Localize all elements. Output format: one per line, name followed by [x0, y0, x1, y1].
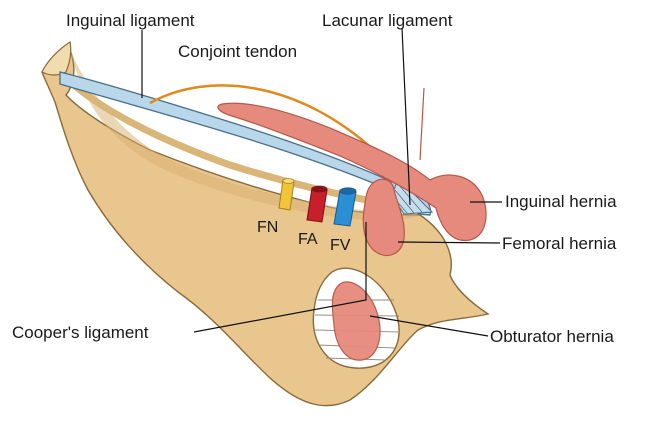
canal-marker-line	[420, 88, 424, 160]
label-obturator-hernia: Obturator hernia	[490, 327, 614, 346]
label-inguinal-ligament: Inguinal ligament	[66, 11, 195, 30]
label-inguinal-hernia: Inguinal hernia	[505, 192, 617, 211]
label-femoral-nerve: FN	[257, 219, 278, 236]
label-coopers-ligament: Cooper's ligament	[12, 323, 149, 342]
label-conjoint-tendon: Conjoint tendon	[178, 42, 297, 61]
label-femoral-hernia: Femoral hernia	[502, 234, 617, 253]
label-lacunar-ligament: Lacunar ligament	[322, 11, 453, 30]
label-femoral-artery: FA	[298, 231, 318, 248]
label-femoral-vein: FV	[330, 237, 351, 254]
pubic-tubercle	[42, 42, 71, 75]
